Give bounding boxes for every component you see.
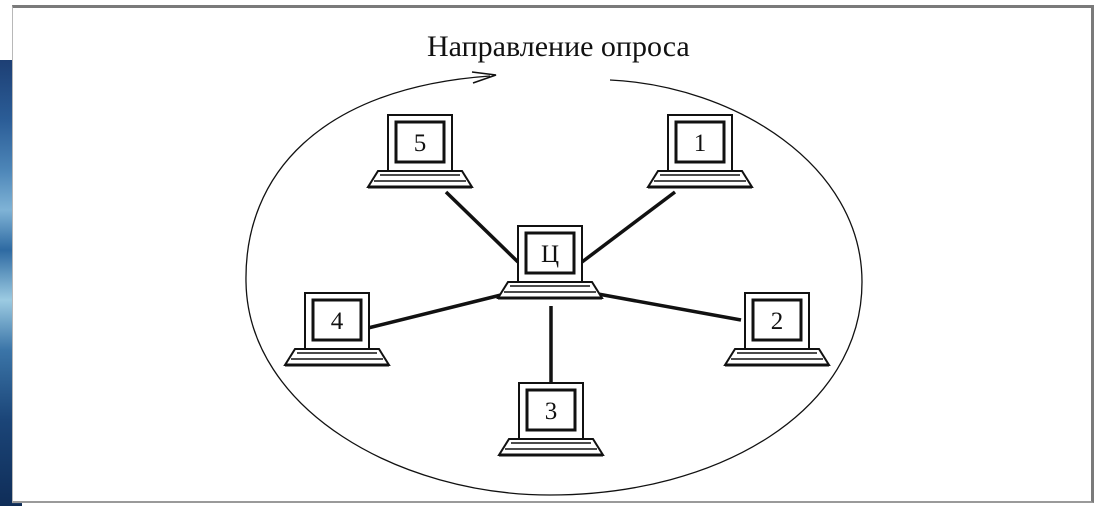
terminal-5-label: 5 — [414, 130, 427, 157]
diagram-title: Направление опроса — [427, 30, 690, 63]
hub-label: Ц — [541, 241, 559, 268]
link-hub-2 — [597, 292, 742, 322]
terminal-4-label: 4 — [331, 308, 344, 335]
terminal-4: 4 — [283, 291, 391, 367]
terminal-1: 1 — [646, 113, 754, 189]
terminal-3-label: 3 — [545, 398, 558, 425]
connection-lines — [367, 190, 742, 383]
terminal-1-label: 1 — [694, 130, 707, 157]
link-hub-4 — [367, 292, 506, 330]
hub-terminal: Ц — [496, 224, 604, 300]
terminal-2: 2 — [723, 291, 831, 367]
terminal-5: 5 — [366, 113, 474, 189]
polling-arrow-icon — [471, 71, 497, 84]
link-hub-1 — [580, 190, 677, 264]
polling-ring — [245, 75, 863, 496]
terminal-3: 3 — [497, 381, 605, 457]
terminal-2-label: 2 — [771, 308, 784, 335]
link-hub-5 — [444, 190, 520, 264]
